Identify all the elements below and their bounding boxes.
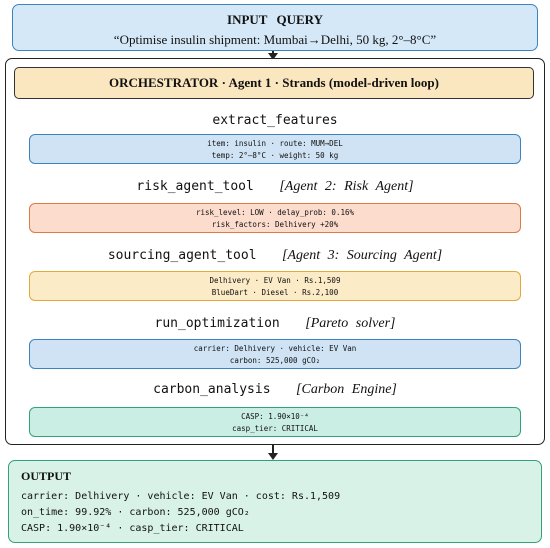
step-run-optimization-box: carrier: Delhivery · vehicle: EV Van car… <box>29 339 521 369</box>
step-extract-features-title: extract_features <box>0 113 550 129</box>
step-detail-line: carrier: Delhivery · vehicle: EV Van <box>193 344 357 353</box>
arrowhead-query-to-orchestrator <box>268 53 278 60</box>
step-carbon-analysis-title: carbon_analysis [Carbon Engine] <box>0 382 550 398</box>
step-sourcing-agent-box: Delhivery · EV Van · Rs.1,509 BlueDart ·… <box>29 271 521 301</box>
step-detail-line: carbon: 525,000 gCO₂ <box>229 356 321 365</box>
input-query-text: “Optimise insulin shipment: Mumbai→Delhi… <box>113 32 437 47</box>
step-agent-label: [Agent 3: Sourcing Agent] <box>282 248 443 263</box>
step-detail-line: casp_tier: CRITICAL <box>232 424 318 433</box>
step-run-optimization-title: run_optimization [Pareto solver] <box>0 316 550 332</box>
input-query-box: INPUT QUERY “Optimise insulin shipment: … <box>12 4 538 51</box>
step-agent-label: [Agent 2: Risk Agent] <box>279 179 414 194</box>
output-box: OUTPUT carrier: Delhivery · vehicle: EV … <box>8 460 542 543</box>
output-line: carrier: Delhivery · vehicle: EV Van · c… <box>21 491 341 502</box>
step-detail-line: item: insulin · route: MUM→DEL <box>207 139 343 148</box>
output-line: on_time: 99.92% · carbon: 525,000 gCO₂ <box>21 507 250 518</box>
step-agent-label: [Carbon Engine] <box>296 382 397 397</box>
step-function-name: risk_agent_tool <box>136 179 254 194</box>
step-detail-line: temp: 2°–8°C · weight: 50 kg <box>211 151 339 160</box>
step-detail-line: risk_level: LOW · delay_prob: 0.16% <box>195 208 355 217</box>
step-sourcing-agent-title: sourcing_agent_tool [Agent 3: Sourcing A… <box>0 248 550 264</box>
step-detail-line: CASP: 1.90×10⁻⁴ <box>241 412 309 421</box>
step-function-name: run_optimization <box>154 316 280 331</box>
step-function-name: sourcing_agent_tool <box>107 248 257 263</box>
step-detail-line: Delhivery · EV Van · Rs.1,509 <box>209 276 341 285</box>
step-function-name: extract_features <box>212 113 338 128</box>
output-title: OUTPUT <box>21 469 72 483</box>
arrow-orchestrator-to-output <box>272 445 274 455</box>
orchestrator-header: ORCHESTRATOR · Agent 1 · Strands (model-… <box>14 67 534 99</box>
step-detail-line: risk_factors: Delhivery +20% <box>211 220 339 229</box>
step-function-name: carbon_analysis <box>153 382 271 397</box>
output-line: CASP: 1.90×10⁻⁴ · casp_tier: CRITICAL <box>21 523 244 534</box>
step-extract-features-box: item: insulin · route: MUM→DEL temp: 2°–… <box>29 134 521 164</box>
orchestrator-container <box>5 58 545 445</box>
step-risk-agent-box: risk_level: LOW · delay_prob: 0.16% risk… <box>29 203 521 233</box>
step-carbon-analysis-box: CASP: 1.90×10⁻⁴ casp_tier: CRITICAL <box>29 407 521 437</box>
arrowhead-orchestrator-to-output <box>268 453 278 460</box>
step-risk-agent-title: risk_agent_tool [Agent 2: Risk Agent] <box>0 179 550 195</box>
step-detail-line: BlueDart · Diesel · Rs.2,100 <box>211 288 339 297</box>
step-agent-label: [Pareto solver] <box>305 316 396 331</box>
input-query-title: INPUT QUERY <box>227 12 323 27</box>
